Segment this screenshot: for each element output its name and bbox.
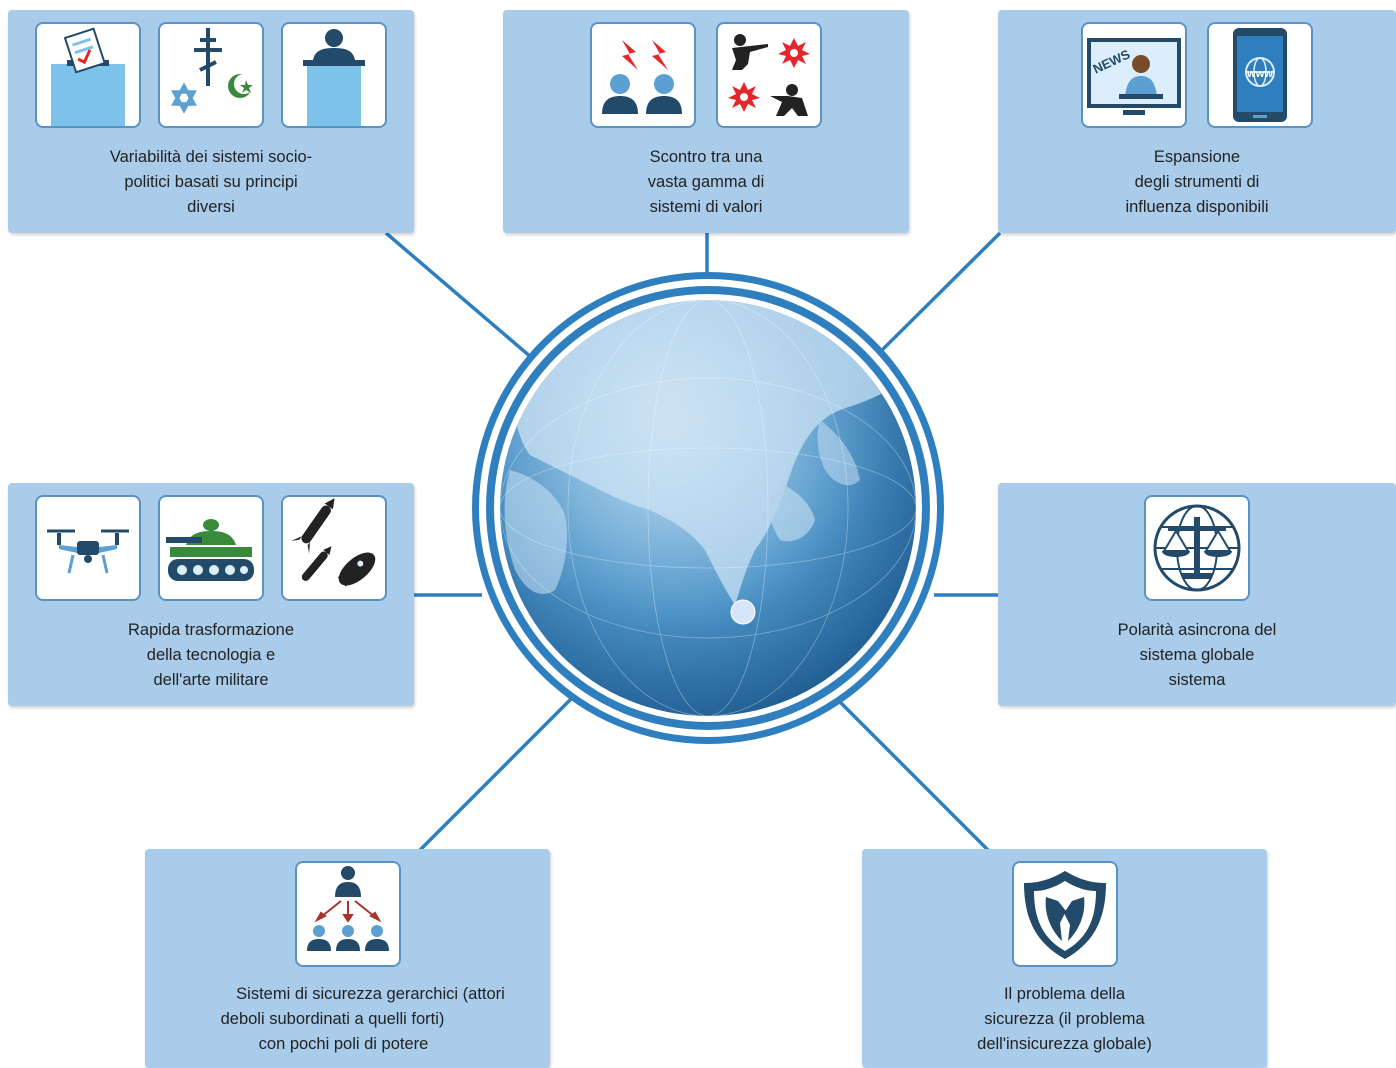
central-globe (470, 270, 946, 746)
node-military-technology: Rapida trasformazione della tecnologia e… (8, 483, 414, 706)
connector-top-right (858, 231, 1002, 374)
node-label-line: vasta gamma di (647, 173, 765, 191)
tank-icon (158, 495, 264, 601)
news-broadcast-icon: NEWS (1081, 22, 1187, 128)
node-label-line: dell'insicurezza globale) (977, 1035, 1152, 1053)
soldiers-explosion-icon (716, 22, 822, 128)
node-value-clash: Scontro tra una vasta gamma di sistemi d… (503, 10, 909, 233)
hierarchy-people-icon (294, 861, 401, 967)
missiles-icon (281, 495, 387, 601)
node-label-line: deboli subordinati a quelli forti) (220, 1010, 445, 1028)
svg-text:www: www (1246, 68, 1273, 80)
node-asynchronous-polarity: Polarità asincrona del sistema globale s… (998, 483, 1396, 706)
node-hierarchical-security: Sistemi di sicurezza gerarchici (attori … (145, 849, 550, 1068)
node-label-line: Espansione (1153, 148, 1241, 166)
node-influence-tools: NEWS www Espansione degli strumenti di i… (998, 10, 1396, 233)
broken-shield-icon (1011, 861, 1118, 967)
node-label-line: sistemi di valori (649, 198, 763, 216)
node-label-line: della tecnologia e (146, 646, 276, 664)
conflict-people-icon (590, 22, 696, 128)
node-label-line: dell'arte militare (153, 671, 269, 689)
node-label-line: Rapida trasformazione (128, 621, 294, 639)
node-label-line: Sistemi di sicurezza gerarchici (attori (236, 985, 505, 1003)
node-label-line: influenza disponibili (1125, 198, 1269, 216)
ballot-box-icon (35, 22, 141, 128)
node-label-line: Il problema della (1003, 985, 1126, 1003)
node-socio-political-systems: Variabilità dei sistemi socio- politici … (8, 10, 414, 233)
node-label-line: con pochi poli di potere (258, 1035, 429, 1053)
connector-bottom-left (408, 688, 582, 862)
node-label-line: sicurezza (il problema (984, 1010, 1145, 1028)
node-label-line: sistema (1168, 671, 1226, 689)
node-label-line: Variabilità dei sistemi socio- (109, 148, 313, 166)
podium-speaker-icon (281, 22, 387, 128)
node-label-line: Polarità asincrona del (1117, 621, 1277, 639)
node-security-problem: Il problema della sicurezza (il problema… (862, 849, 1267, 1068)
node-label-line: Scontro tra una (649, 148, 763, 166)
religion-symbols-icon (158, 22, 264, 128)
node-label-line: sistema globale (1139, 646, 1255, 664)
node-label-line: politici basati su principi (124, 173, 298, 191)
globe-justice-scales-icon (1144, 495, 1250, 601)
connector-bottom-right (834, 696, 990, 852)
drone-icon (35, 495, 141, 601)
earth-globe-icon (472, 272, 944, 744)
node-label-line: degli strumenti di (1134, 173, 1260, 191)
node-label-line: diversi (187, 198, 235, 216)
www-tablet-icon: www (1207, 22, 1313, 128)
